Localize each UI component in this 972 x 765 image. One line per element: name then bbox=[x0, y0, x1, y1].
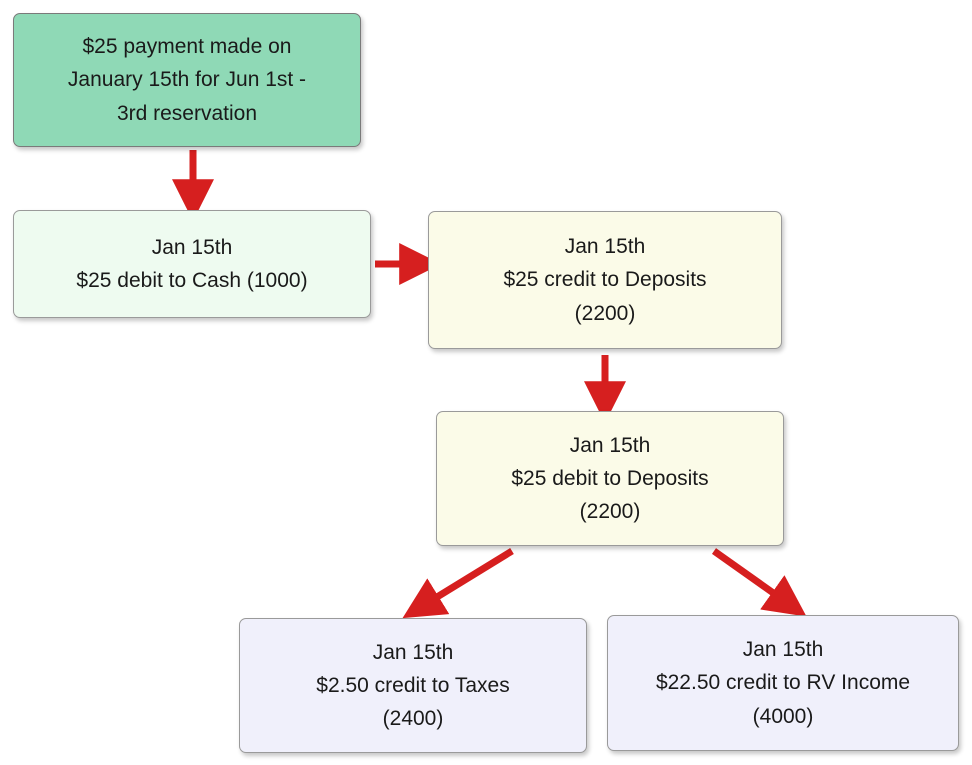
node-payment-line-2: January 15th for Jun 1st - bbox=[67, 68, 307, 92]
node-payment-line-1: $25 payment made on bbox=[82, 35, 292, 59]
arrow-deposit-debit-to-taxes bbox=[402, 548, 514, 619]
node-deposits-credit-line-3: (2200) bbox=[574, 301, 636, 325]
node-rv-income-credit-line-1: Jan 15th bbox=[742, 638, 824, 662]
node-cash-debit[interactable]: Jan 15th $25 debit to Cash (1000) bbox=[13, 210, 371, 318]
node-deposits-debit-line-2: $25 debit to Deposits bbox=[511, 466, 709, 490]
node-deposits-credit-line-2: $25 credit to Deposits bbox=[503, 268, 707, 292]
node-cash-debit-line-2: $25 debit to Cash (1000) bbox=[76, 269, 308, 292]
node-rv-income-credit[interactable]: Jan 15th $22.50 credit to RV Income (400… bbox=[607, 615, 959, 751]
node-taxes-credit-line-3: (2400) bbox=[382, 707, 444, 731]
node-rv-income-credit-line-3: (4000) bbox=[752, 704, 814, 728]
node-cash-debit-line-1: Jan 15th bbox=[151, 235, 233, 259]
node-rv-income-credit-line-2: $22.50 credit to RV Income bbox=[655, 671, 911, 695]
node-payment-line-3: 3rd reservation bbox=[116, 101, 258, 125]
node-deposits-debit-line-3: (2200) bbox=[579, 500, 641, 524]
node-taxes-credit-line-2: $2.50 credit to Taxes bbox=[316, 673, 510, 697]
node-deposits-debit[interactable]: Jan 15th $25 debit to Deposits (2200) bbox=[436, 411, 784, 546]
node-deposits-debit-line-1: Jan 15th bbox=[569, 433, 651, 457]
node-taxes-credit[interactable]: Jan 15th $2.50 credit to Taxes (2400) bbox=[239, 618, 587, 753]
node-deposits-credit[interactable]: Jan 15th $25 credit to Deposits (2200) bbox=[428, 211, 782, 349]
node-deposits-credit-line-1: Jan 15th bbox=[564, 235, 646, 259]
node-taxes-credit-line-1: Jan 15th bbox=[372, 640, 454, 664]
node-payment[interactable]: $25 payment made on January 15th for Jun… bbox=[13, 13, 361, 147]
arrow-deposit-debit-to-rv-income bbox=[711, 548, 807, 617]
